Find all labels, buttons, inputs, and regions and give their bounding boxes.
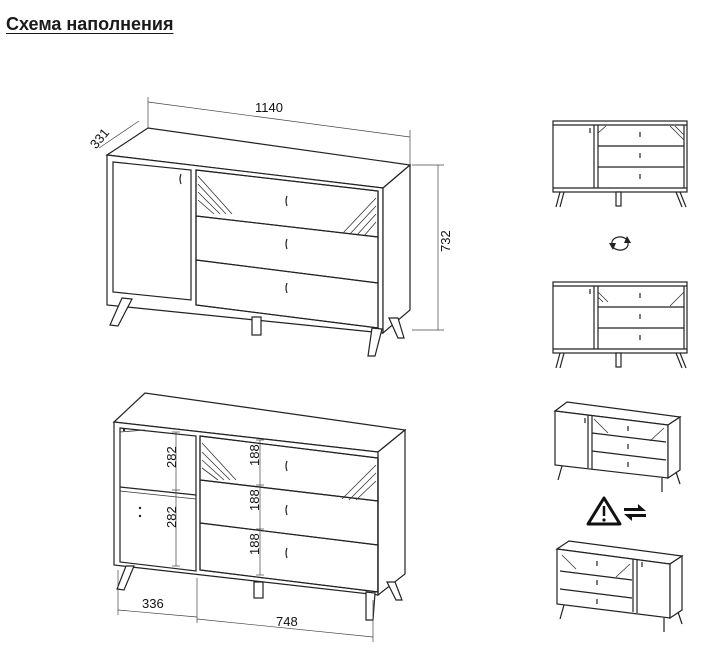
page-title: Схема наполнения bbox=[6, 14, 174, 34]
swap-arrows-icon bbox=[624, 504, 646, 521]
rotate-icon bbox=[609, 236, 631, 251]
iso-view-2 bbox=[555, 540, 684, 632]
front-view-2 bbox=[552, 281, 688, 369]
dim-drawer-1: 188 bbox=[247, 444, 262, 466]
iso-view-1 bbox=[553, 401, 682, 492]
dim-right-section: 748 bbox=[276, 614, 298, 629]
dim-width: 1140 bbox=[255, 100, 283, 115]
dim-depth: 331 bbox=[87, 125, 112, 151]
dim-shelf-top: 282 bbox=[164, 446, 179, 468]
warning-icon bbox=[586, 496, 622, 526]
dim-drawer-2: 188 bbox=[247, 489, 262, 511]
dim-left-section: 336 bbox=[142, 596, 164, 611]
dim-height: 732 bbox=[438, 230, 453, 252]
front-view-1 bbox=[552, 120, 688, 208]
dim-drawer-3: 188 bbox=[247, 533, 262, 555]
dresser-closed-view: 1140 331 732 bbox=[87, 97, 453, 357]
dresser-open-view: 282 282 188 188 188 336 748 bbox=[112, 392, 407, 642]
dim-shelf-bottom: 282 bbox=[164, 506, 179, 528]
